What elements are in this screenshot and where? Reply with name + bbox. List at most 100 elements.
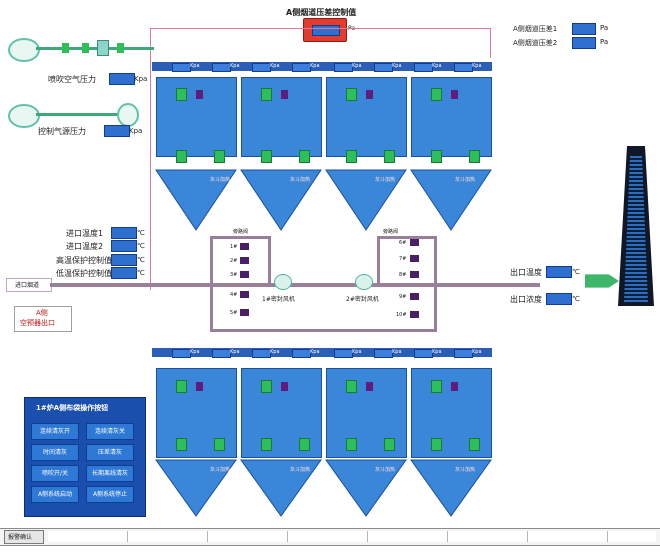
upper-valve-3d[interactable] xyxy=(384,150,395,163)
high-temp-ctrl-readout[interactable] xyxy=(111,254,137,266)
upper-hopper-4 xyxy=(410,169,492,231)
bypass-pipe-top-right xyxy=(377,236,437,239)
upper-valve-4b[interactable] xyxy=(451,90,458,99)
lower-valve-2b[interactable] xyxy=(281,382,288,391)
blow-air-filter-icon[interactable] xyxy=(97,40,109,56)
upper-valve-3b[interactable] xyxy=(366,90,373,99)
valve-2[interactable] xyxy=(240,257,249,264)
upper-valve-3c[interactable] xyxy=(346,150,357,163)
valve-10-label: 10# xyxy=(396,312,407,318)
upper-bag-module-4[interactable] xyxy=(411,77,492,157)
lower-valve-3d[interactable] xyxy=(384,438,395,451)
inlet-temp2-unit: ℃ xyxy=(137,242,145,250)
lower-valve-1d[interactable] xyxy=(214,438,225,451)
lower-valve-2c[interactable] xyxy=(261,438,272,451)
blow-air-valve-icon-3[interactable] xyxy=(117,43,124,53)
lower-valve-4a[interactable] xyxy=(431,380,442,393)
inlet-temp1-label: 进口温度1 xyxy=(66,229,104,238)
lower-hopper-4 xyxy=(410,459,492,517)
diff2-readout xyxy=(572,37,596,49)
pressure-diff-setpoint[interactable] xyxy=(303,18,347,42)
upper-valve-4c[interactable] xyxy=(431,150,442,163)
upper-valve-2c[interactable] xyxy=(261,150,272,163)
valve-2-label: 2# xyxy=(230,258,238,264)
control-gas-fan-icon[interactable] xyxy=(8,104,40,128)
lower-valve-3b[interactable] xyxy=(366,382,373,391)
valve-4[interactable] xyxy=(240,291,249,298)
blow-air-valve-icon-2[interactable] xyxy=(82,43,89,53)
valve-9-label: 9# xyxy=(399,294,407,300)
lower-valve-4b[interactable] xyxy=(451,382,458,391)
lower-valve-4d[interactable] xyxy=(469,438,480,451)
control-gas-unit: Kpa xyxy=(129,127,143,135)
continuous-clean-on-button[interactable]: 连续清灰开 xyxy=(31,423,79,440)
upper-valve-2a[interactable] xyxy=(261,88,272,101)
upper-valve-2b[interactable] xyxy=(281,90,288,99)
upper-diff-box-5 xyxy=(334,63,353,72)
bypass-pipe-left xyxy=(210,236,213,332)
lower-valve-1c[interactable] xyxy=(176,438,187,451)
lower-valve-1a[interactable] xyxy=(176,380,187,393)
upper-bag-module-2[interactable] xyxy=(241,77,322,157)
blow-air-valve-icon[interactable] xyxy=(62,43,69,53)
upper-kpa-8: Kpa xyxy=(472,63,482,69)
upper-diff-box-2 xyxy=(212,63,231,72)
upper-hopper-2 xyxy=(240,169,322,231)
offline-clean-button[interactable]: 长期离线清灰 xyxy=(86,465,134,482)
low-temp-ctrl-readout[interactable] xyxy=(111,267,137,279)
lower-valve-1b[interactable] xyxy=(196,382,203,391)
fan2-icon[interactable] xyxy=(355,274,373,290)
control-gas-tank-icon[interactable] xyxy=(117,103,139,127)
upper-bag-module-1[interactable] xyxy=(156,77,237,157)
alarm-confirm-label: 报警确认 xyxy=(8,534,33,541)
valve-10[interactable] xyxy=(410,311,419,318)
valve-1[interactable] xyxy=(240,243,249,250)
upper-kpa-3: Kpa xyxy=(270,63,280,69)
fan1-icon[interactable] xyxy=(274,274,292,290)
lower-valve-2a[interactable] xyxy=(261,380,272,393)
upper-hopper-heat-4: 灰斗加热 xyxy=(455,177,476,183)
blow-toggle-button[interactable]: 喷吹开/关 xyxy=(31,465,79,482)
system-stop-button[interactable]: A侧系统停止 xyxy=(86,486,134,503)
continuous-clean-off-button[interactable]: 连续清灰关 xyxy=(86,423,134,440)
lower-kpa-5: Kpa xyxy=(352,349,362,355)
preheater-outlet-tag[interactable] xyxy=(14,306,72,332)
upper-valve-1b[interactable] xyxy=(196,90,203,99)
bypass-valve-label-right: 旁路阀 xyxy=(383,229,399,235)
lower-valve-4c[interactable] xyxy=(431,438,442,451)
valve-8-label: 8# xyxy=(399,272,407,278)
upper-valve-4d[interactable] xyxy=(469,150,480,163)
upper-bag-module-3[interactable] xyxy=(326,77,407,157)
valve-9[interactable] xyxy=(410,293,419,300)
upper-valve-1d[interactable] xyxy=(214,150,225,163)
system-start-button[interactable]: A侧系统启动 xyxy=(31,486,79,503)
upper-valve-3a[interactable] xyxy=(346,88,357,101)
lower-hopper-heat-1: 灰斗加热 xyxy=(210,467,231,473)
blow-air-fan-icon[interactable] xyxy=(8,38,40,62)
valve-8[interactable] xyxy=(410,271,419,278)
valve-1-label: 1# xyxy=(230,244,238,250)
upper-valve-1c[interactable] xyxy=(176,150,187,163)
diff2-label: A侧烟道压差2 xyxy=(513,39,558,47)
upper-valve-4a[interactable] xyxy=(431,88,442,101)
outlet-fan-icon[interactable] xyxy=(585,274,619,288)
lower-valve-3a[interactable] xyxy=(346,380,357,393)
outlet-conc-label: 出口浓度 xyxy=(510,295,542,304)
lower-valve-2d[interactable] xyxy=(299,438,310,451)
outlet-conc-unit: ℃ xyxy=(572,295,580,303)
blow-air-pipe xyxy=(36,47,154,50)
lower-kpa-4: Kpa xyxy=(310,349,320,355)
valve-6[interactable] xyxy=(410,239,419,246)
valve-7[interactable] xyxy=(410,255,419,262)
valve-5[interactable] xyxy=(240,309,249,316)
inlet-temp1-unit: ℃ xyxy=(137,229,145,237)
lower-diff-box-6 xyxy=(374,349,393,358)
valve-3[interactable] xyxy=(240,271,249,278)
control-gas-pipe xyxy=(36,113,122,116)
alarm-confirm-button[interactable] xyxy=(4,530,44,544)
lower-valve-3c[interactable] xyxy=(346,438,357,451)
pressure-clean-button[interactable]: 压差清灰 xyxy=(86,444,134,461)
upper-valve-2d[interactable] xyxy=(299,150,310,163)
time-clean-button[interactable]: 时间清灰 xyxy=(31,444,79,461)
upper-valve-1a[interactable] xyxy=(176,88,187,101)
